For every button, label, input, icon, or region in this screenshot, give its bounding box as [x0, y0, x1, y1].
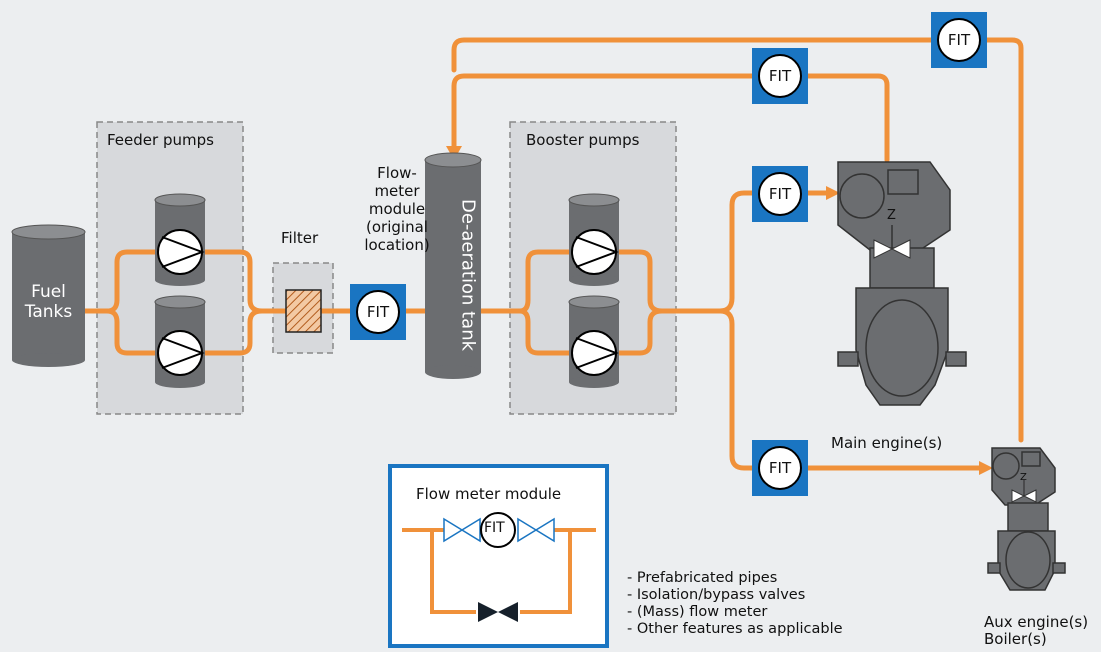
fit-aux-engine: FIT	[752, 440, 808, 496]
fuel-tanks	[11, 224, 86, 367]
note-item: - (Mass) flow meter	[627, 604, 768, 620]
booster-pump-2	[568, 295, 620, 388]
aux-engine-label: Aux engine(s) Boiler(s)	[984, 613, 1089, 648]
aux-engine	[987, 447, 1066, 591]
aux-engine-valve-z: Z	[1020, 472, 1027, 483]
aux-engine-arrowhead	[979, 461, 993, 475]
flowmeter-original-label: Flow- meter module (original location)	[364, 164, 430, 254]
fit-label: FIT	[758, 54, 802, 98]
fit-top-outer: FIT	[931, 12, 987, 68]
filter-element	[285, 289, 322, 333]
module-piping	[402, 528, 596, 614]
fit-label: FIT	[758, 446, 802, 490]
pipes	[82, 37, 1024, 471]
module-fit-label: FIT	[484, 520, 505, 536]
main-engine-label: Main engine(s)	[831, 434, 943, 452]
main-engine-valve-z: Z	[887, 208, 896, 223]
main-engine-arrowhead	[826, 186, 840, 200]
booster-pump-1	[568, 193, 620, 286]
fit-main-engine: FIT	[752, 166, 808, 222]
aux-engine-valve	[1011, 480, 1037, 503]
module-fit-circle	[480, 512, 516, 548]
fit-original-location: FIT	[350, 284, 406, 340]
deaeration-tank	[424, 152, 482, 379]
fit-top-inner: FIT	[752, 48, 808, 104]
feeder-pump-1	[154, 193, 206, 286]
module-features-list: - Prefabricated pipes - Isolation/bypass…	[627, 570, 843, 638]
note-item: - Isolation/bypass valves	[627, 587, 806, 603]
deaeration-tank-label: De-aeration tank	[457, 198, 479, 352]
fit-label: FIT	[937, 18, 981, 62]
main-engine-valve	[873, 225, 911, 259]
module-bypass-valve	[478, 602, 518, 622]
fit-label: FIT	[758, 172, 802, 216]
filter-label: Filter	[281, 229, 319, 247]
fit-label: FIT	[356, 290, 400, 334]
flow-meter-module-title: Flow meter module	[416, 485, 562, 503]
feeder-pumps-label: Feeder pumps	[107, 131, 214, 149]
fuel-tanks-label: Fuel Tanks	[24, 282, 73, 322]
feeder-pump-2	[154, 295, 206, 388]
booster-pumps-label: Booster pumps	[526, 131, 640, 149]
note-item: - Other features as applicable	[627, 621, 843, 637]
main-engine	[837, 161, 967, 406]
note-item: - Prefabricated pipes	[627, 570, 778, 586]
module-isolation-valve-right	[517, 517, 555, 543]
